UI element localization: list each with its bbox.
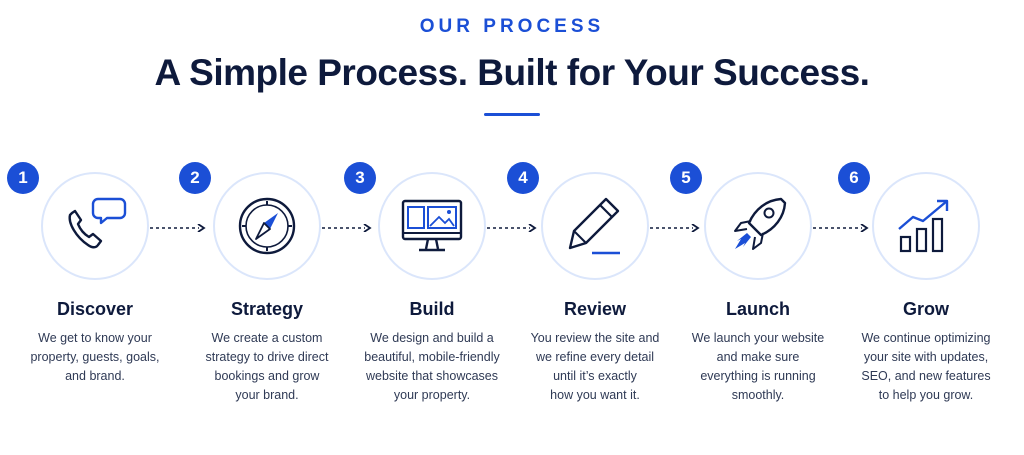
step-number-badge: 6 [838,162,870,194]
connector-arrow [650,224,700,232]
headline-underline [484,113,540,116]
arrow-right-icon [150,224,206,232]
step-title: Build [409,299,455,319]
arrow-right-icon [487,224,537,232]
step-title: Strategy [230,299,304,319]
step-icon-circle [378,172,486,280]
pencil-icon [568,197,620,255]
compass-icon [238,197,296,255]
connector-arrow [813,224,869,232]
step-number-badge: 3 [344,162,376,194]
step-description: We continue optimizing your site with up… [861,331,991,402]
monitor-icon [401,199,463,252]
step-title: Review [563,299,627,319]
step-number-badge: 2 [179,162,211,194]
step-title: Grow [902,299,949,319]
section-headline: A Simple Process. Built for Your Success… [154,52,870,93]
step-title: Discover [56,299,134,319]
step-description: We get to know your property, guests, go… [30,331,160,383]
step-description: We launch your website and make sure eve… [691,331,825,402]
rocket-icon [734,197,787,250]
step-icon-circle [872,172,980,280]
step-icon-circle [704,172,812,280]
step-icon-circle [213,172,321,280]
step-description: We design and build a beautiful, mobile-… [364,331,500,402]
arrow-right-icon [650,224,700,232]
step-description: You review the site and we refine every … [530,331,660,402]
step-number-badge: 1 [7,162,39,194]
arrow-right-icon [322,224,372,232]
growth-chart-icon [898,199,949,253]
step-icon-circle [541,172,649,280]
connector-arrow [150,224,206,232]
step-number-badge: 5 [670,162,702,194]
step-description: We create a custom strategy to drive dir… [205,331,329,402]
step-number-badge: 4 [507,162,539,194]
connector-arrow [322,224,372,232]
section-eyebrow: OUR PROCESS [419,16,605,37]
step-icon-circle [41,172,149,280]
phone-chat-icon [68,197,127,249]
connector-arrow [487,224,537,232]
step-title: Launch [725,299,790,319]
arrow-right-icon [813,224,869,232]
